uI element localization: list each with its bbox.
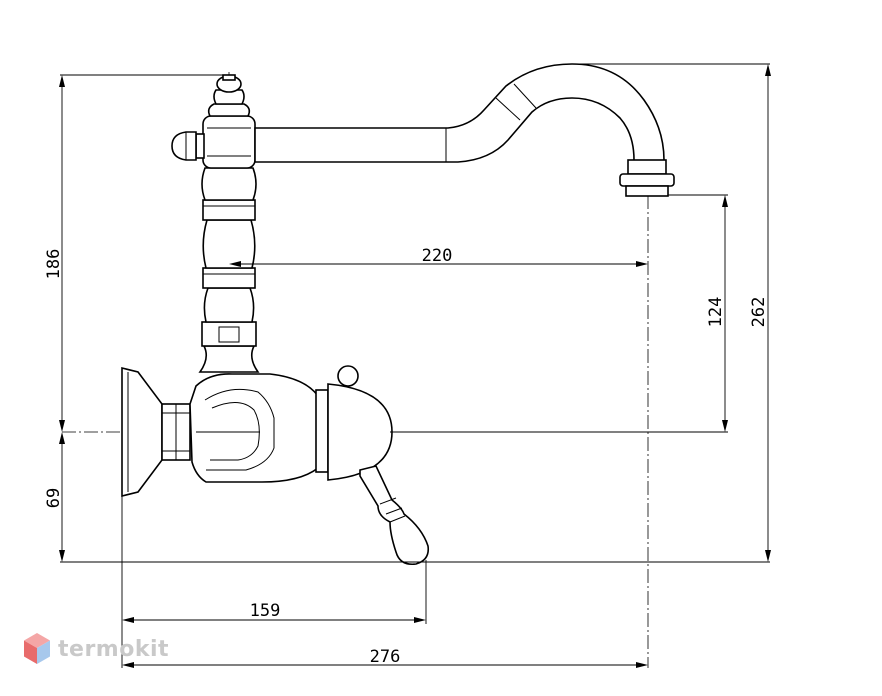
lever-handle	[359, 465, 430, 566]
column-window	[218, 326, 240, 343]
dimension-lines	[59, 63, 771, 668]
dim-69-label: 69	[44, 488, 64, 508]
dim-124-label: 124	[706, 297, 726, 328]
watermark-logo: termokit	[22, 632, 169, 666]
dim-276-label: 276	[370, 647, 401, 667]
aerator-ring	[619, 173, 675, 187]
side-cap	[171, 131, 197, 161]
aerator-top	[627, 159, 667, 175]
aerator-tip	[625, 185, 669, 197]
top-knob	[337, 365, 359, 387]
dim-186-label: 186	[44, 249, 64, 280]
dimension-labels: 186 69 220 124 262 159 276	[44, 246, 769, 667]
mixer-body	[189, 373, 319, 483]
spout-joint	[202, 115, 256, 169]
watermark-text: termokit	[58, 636, 170, 662]
cartridge-dome	[327, 383, 393, 481]
spout	[254, 63, 665, 175]
faucet-outline	[121, 63, 675, 566]
cartridge-ring	[315, 389, 329, 473]
hexagon-cube-icon	[24, 633, 50, 664]
dim-262-label: 262	[749, 297, 769, 328]
finial-base	[207, 103, 251, 117]
dim-159-label: 159	[250, 601, 281, 621]
dim-220-label: 220	[422, 246, 453, 266]
